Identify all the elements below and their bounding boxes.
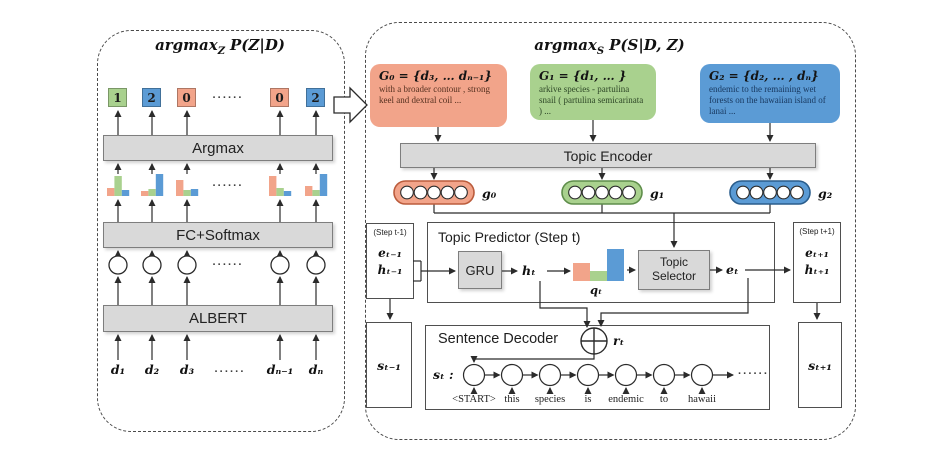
- topic-predictor-title: Topic Predictor (Step t): [438, 229, 581, 245]
- right-title-func: argmax: [534, 36, 597, 54]
- topic-selector-box: Topic Selector: [638, 250, 710, 290]
- topic-group-title: G₂ = {d₂, … , dₙ}: [709, 69, 819, 83]
- step-prev-header: (Step t-1): [373, 228, 407, 237]
- decoder-word: <START>: [452, 394, 496, 405]
- g1-label: g₁: [650, 186, 665, 201]
- s-next-label: sₜ₊₁: [808, 357, 832, 373]
- decoder-word: hawaii: [688, 394, 716, 405]
- left-title-expr: P(Z|D): [230, 36, 285, 54]
- s-prev-label: sₜ₋₁: [377, 357, 401, 373]
- right-panel-title: argmaxS P(S|D, Z): [365, 36, 854, 57]
- h-prev-label: hₜ₋₁: [377, 263, 403, 278]
- argmax-box: Argmax: [103, 135, 333, 161]
- decoder-word: to: [659, 394, 669, 405]
- s-prev-box: sₜ₋₁: [366, 322, 412, 408]
- step-next-header: (Step t+1): [799, 227, 835, 236]
- step-prev-box: (Step t-1) eₜ₋₁ hₜ₋₁: [366, 223, 414, 299]
- g0-label: g₀: [482, 186, 497, 201]
- left-title-sub: Z: [217, 46, 226, 57]
- e-prev-label: eₜ₋₁: [378, 246, 402, 260]
- input-doc-label: d₂: [144, 362, 160, 377]
- input-doc-label: d₃: [179, 362, 195, 377]
- topic-encoder-box: Topic Encoder: [400, 143, 816, 168]
- right-title-sub: S: [596, 46, 605, 57]
- topic-chip: 0: [177, 88, 196, 107]
- topic-group-desc: endemic to the remaining wet forests on …: [709, 84, 826, 116]
- h-next-label: hₜ₊₁: [804, 263, 830, 278]
- r-t-label: rₜ: [613, 333, 625, 348]
- gru-box: GRU: [458, 251, 502, 289]
- topic-chip: 2: [306, 88, 325, 107]
- ellipsis: ······: [738, 368, 769, 380]
- topic-group-title: G₁ = {d₁, … }: [539, 69, 627, 83]
- sentence-decoder-title: Sentence Decoder: [438, 331, 559, 347]
- s-next-box: sₜ₊₁: [798, 322, 842, 408]
- albert-box: ALBERT: [103, 305, 333, 332]
- step-next-box: (Step t+1) eₜ₊₁ hₜ₊₁: [793, 222, 841, 303]
- left-panel-title: argmaxZ P(Z|D): [97, 36, 343, 57]
- input-doc-label: d₁: [110, 362, 126, 377]
- topic-group-title: G₀ = {d₃, … dₙ₋₁}: [379, 69, 493, 83]
- decoder-word: is: [584, 394, 592, 405]
- decoder-word: this: [504, 394, 520, 405]
- decoder-word: species: [534, 394, 566, 405]
- topic-group-desc: with a broader contour , strong keel and…: [379, 84, 490, 105]
- topic-group-box-g2: G₂ = {d₂, … , dₙ} endemic to the remaini…: [700, 64, 840, 123]
- topic-chip: 2: [142, 88, 161, 107]
- ellipsis: ······: [214, 366, 246, 378]
- topic-chip: 0: [270, 88, 289, 107]
- ellipsis: ······: [212, 92, 244, 104]
- s-t-label: sₜ :: [433, 367, 454, 382]
- input-doc-label: dₙ₋₁: [266, 362, 294, 377]
- input-doc-label: dₙ: [308, 362, 324, 377]
- right-title-expr: P(S|D, Z): [609, 36, 685, 54]
- q-t-label: qₜ: [590, 283, 603, 297]
- decoder-word: endemic: [608, 394, 644, 405]
- topic-group-box-g1: G₁ = {d₁, … } arkive species - partulina…: [530, 64, 656, 120]
- ellipsis: ······: [212, 259, 244, 271]
- topic-group-desc: arkive species - partulina snail ( partu…: [539, 84, 644, 116]
- e-next-label: eₜ₊₁: [805, 246, 829, 260]
- ellipsis: ······: [212, 180, 244, 192]
- fc-softmax-box: FC+Softmax: [103, 222, 333, 248]
- h-t-label: hₜ: [522, 263, 536, 278]
- left-title-func: argmax: [155, 36, 218, 54]
- topic-chip: 1: [108, 88, 127, 107]
- e-t-label: eₜ: [726, 262, 739, 277]
- topic-group-box-g0: G₀ = {d₃, … dₙ₋₁} with a broader contour…: [370, 64, 507, 127]
- g2-label: g₂: [818, 186, 833, 201]
